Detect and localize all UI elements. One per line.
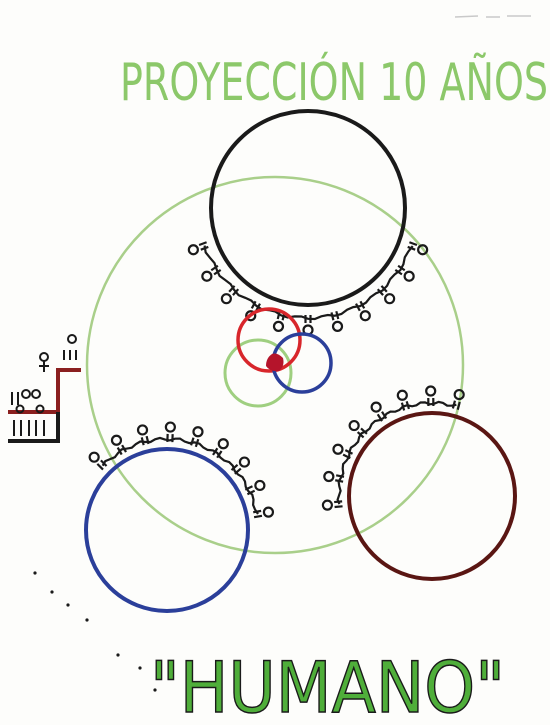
joined-arms-line <box>205 246 413 319</box>
person-icon <box>166 423 175 432</box>
person-icon <box>219 439 228 448</box>
person-icon <box>323 501 332 510</box>
person-icon <box>90 453 99 462</box>
person-icon <box>112 436 121 445</box>
poster-caption: "HUMANO" <box>150 647 505 725</box>
person-icon <box>350 421 359 430</box>
podium-sketch <box>8 335 81 441</box>
blue-circle <box>86 449 248 611</box>
person-icon <box>398 391 407 400</box>
brown-circle <box>349 413 515 579</box>
black-circle <box>211 111 405 305</box>
venn-diagram <box>225 309 331 406</box>
person-icon <box>372 403 381 412</box>
venn-overlap <box>266 354 284 372</box>
person-icon <box>202 272 211 281</box>
person-icon <box>274 322 283 331</box>
person-icon <box>222 294 231 303</box>
person-body-stroke <box>199 242 207 245</box>
dotted-trail <box>33 571 156 691</box>
person-icon <box>333 445 342 454</box>
person-body-stroke <box>409 242 417 245</box>
joined-arms-line <box>338 402 457 504</box>
person-icon <box>385 294 394 303</box>
person-icon <box>333 322 342 331</box>
person-icon <box>255 481 264 490</box>
person-icon <box>426 387 435 396</box>
corner-scribble <box>455 16 531 17</box>
venn-green-circle <box>225 340 291 406</box>
person-icon <box>324 472 333 481</box>
poster-title: PROYECCIÓN 10 AÑOS <box>120 51 548 113</box>
person-icon <box>240 458 249 467</box>
person-body-stroke <box>254 516 262 517</box>
person-icon <box>361 311 370 320</box>
person-icon <box>264 508 273 517</box>
person-body-stroke <box>335 506 343 507</box>
person-icon <box>405 272 414 281</box>
person-icon <box>193 427 202 436</box>
person-icon <box>138 425 147 434</box>
person-icon <box>189 245 198 254</box>
